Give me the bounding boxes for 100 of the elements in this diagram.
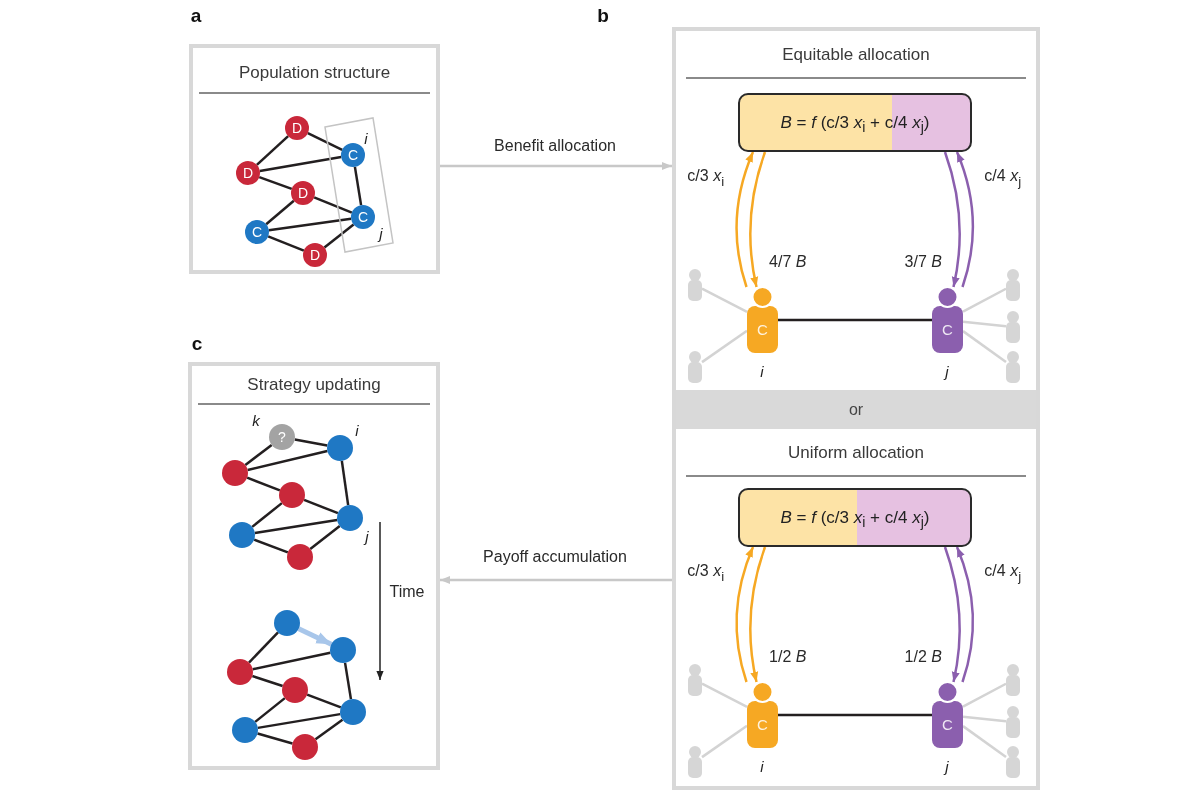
network-node <box>340 699 366 725</box>
connector-line <box>962 725 1007 758</box>
person-icon <box>1006 269 1020 301</box>
network-node <box>287 544 313 570</box>
connector-line <box>246 476 281 492</box>
panel <box>672 27 1040 790</box>
panel <box>189 44 440 274</box>
connector-line <box>962 320 1007 328</box>
network-node <box>282 677 308 703</box>
connector-line <box>701 724 748 759</box>
node-label: i <box>760 757 764 775</box>
network-node <box>232 717 258 743</box>
edge-label: Payoff accumulation <box>481 548 629 566</box>
panel-letter: a <box>190 5 202 27</box>
edge-label: c/3 x$_{i}$ <box>685 166 727 189</box>
network-node: ? <box>269 424 295 450</box>
network-node <box>227 659 253 685</box>
edge-label: c/4 x$_{j}$ <box>982 561 1024 584</box>
connector-line <box>778 713 932 717</box>
connector-line <box>353 166 363 206</box>
connector-line <box>267 235 305 252</box>
connector-line <box>253 538 289 554</box>
network-node <box>330 637 356 663</box>
curved-arrow <box>955 151 975 288</box>
connector-line <box>303 498 339 515</box>
connector-line <box>256 135 289 166</box>
connector-line <box>244 443 273 467</box>
network-node <box>337 505 363 531</box>
connector-line <box>294 438 328 447</box>
network-node: C <box>245 220 269 244</box>
curved-arrow <box>749 546 767 683</box>
panel-title: Population structure <box>238 63 391 83</box>
connector-line <box>254 697 286 723</box>
network-node <box>327 435 353 461</box>
node-label: k <box>252 411 260 429</box>
person-icon <box>688 746 702 778</box>
person-icon <box>1006 746 1020 778</box>
network-node: D <box>285 116 309 140</box>
panel-title: Uniform allocation <box>787 443 925 463</box>
arrow-label: Time <box>389 583 425 601</box>
network-node: D <box>303 243 327 267</box>
panel-letter: b <box>597 5 609 27</box>
person-icon <box>1006 664 1020 696</box>
connector-line <box>258 175 293 191</box>
curved-arrow <box>955 546 975 683</box>
node-label: i <box>364 129 368 147</box>
separator-band: or <box>676 390 1036 429</box>
network-node <box>292 734 318 760</box>
connector-line <box>259 155 342 173</box>
connector-line <box>309 525 341 550</box>
network-node: D <box>236 161 260 185</box>
curved-arrow <box>735 151 755 288</box>
connector-line <box>247 449 328 472</box>
panel-title: Equitable allocation <box>782 45 930 65</box>
node-label: i <box>760 362 764 380</box>
connector-line <box>307 132 343 151</box>
network-node <box>229 522 255 548</box>
connector-line <box>701 329 748 364</box>
node-label: j <box>945 757 949 775</box>
formula-box: B = f (c/3 x$_{i}$ + c/4 x$_{j}$) <box>738 488 972 547</box>
person-icon <box>688 269 702 301</box>
connector-line <box>962 682 1007 708</box>
connector-line <box>314 718 344 741</box>
connector-line <box>251 502 283 528</box>
connector-line <box>323 223 355 249</box>
edge-label: c/4 x$_{j}$ <box>982 166 1024 189</box>
network-node: C <box>341 143 365 167</box>
connector-line <box>701 287 748 314</box>
edge-label: c/3 x$_{i}$ <box>685 561 727 584</box>
connector-line <box>251 674 284 688</box>
connector-line <box>306 693 342 709</box>
curved-arrow <box>943 151 961 288</box>
node-label: i <box>355 421 359 439</box>
panel-letter: c <box>191 333 203 355</box>
connector-line <box>252 651 331 671</box>
panel <box>188 362 440 770</box>
node-label: j <box>945 362 949 380</box>
curved-arrow <box>735 546 755 683</box>
person-icon <box>1006 351 1020 383</box>
connector-line <box>962 330 1007 363</box>
panel-title: Strategy updating <box>247 375 381 395</box>
formula-box: B = f (c/3 x$_{i}$ + c/4 x$_{j}$) <box>738 93 972 152</box>
arrow <box>440 576 672 584</box>
connector-line <box>265 199 295 226</box>
curved-arrow <box>943 546 961 683</box>
person-icon <box>688 664 702 696</box>
connector-line <box>343 662 353 700</box>
arrow <box>440 162 672 170</box>
person-icon <box>1006 706 1020 738</box>
network-node <box>222 460 248 486</box>
arrow <box>297 626 333 647</box>
network-node: C <box>351 205 375 229</box>
connector-line <box>778 318 932 322</box>
connector-line <box>313 196 353 214</box>
curved-arrow <box>749 151 767 288</box>
node-label: j <box>379 224 383 242</box>
node-label: j <box>365 527 369 545</box>
network-node: D <box>291 181 315 205</box>
connector-line <box>268 217 352 232</box>
connector-line <box>962 715 1007 723</box>
